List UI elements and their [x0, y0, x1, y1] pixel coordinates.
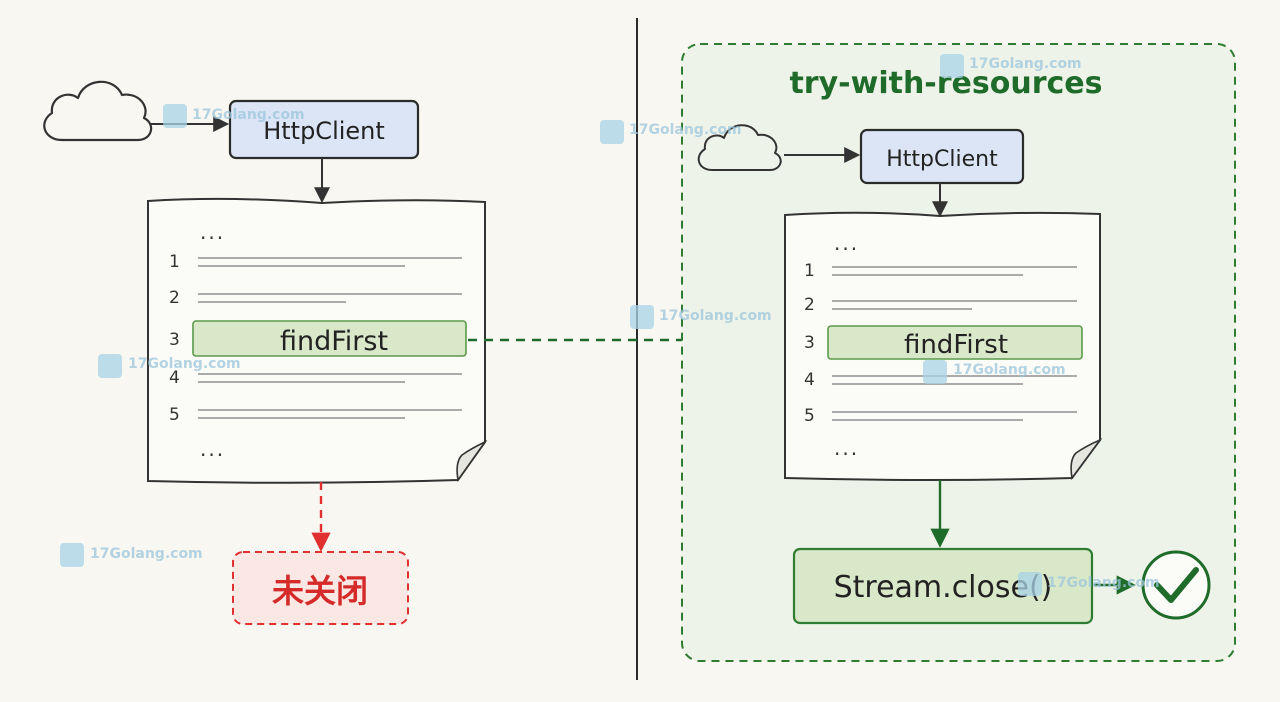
- page-curl-icon: [456, 440, 488, 483]
- svg-text:17Golang.com: 17Golang.com: [1047, 575, 1160, 591]
- line-number-1: 1: [169, 252, 180, 272]
- line-number-2: 2: [169, 288, 180, 308]
- unclosed-box: 未关闭: [232, 551, 409, 625]
- watermark-5: 17Golang.com: [98, 354, 241, 378]
- http-client-label: HttpClient: [263, 117, 385, 145]
- watermark-6: 17Golang.com: [923, 360, 1066, 384]
- right-panel: try-with-resources HttpClient ... 1 2 3 …: [681, 43, 1236, 662]
- dots-bottom-right: ...: [834, 436, 859, 460]
- line-number-2-right: 2: [804, 295, 815, 315]
- watermark-3: 17Golang.com: [940, 54, 1082, 78]
- check-icon: [1141, 550, 1211, 620]
- http-client-box: HttpClient: [228, 99, 420, 160]
- cloud-icon: [43, 80, 153, 142]
- svg-text:17Golang.com: 17Golang.com: [629, 122, 742, 138]
- cloud-icon-right: [697, 124, 782, 171]
- http-client-box-right: HttpClient: [859, 128, 1025, 185]
- svg-text:17Golang.com: 17Golang.com: [192, 107, 305, 123]
- dots-bottom: ...: [200, 437, 225, 461]
- watermark-8: 17Golang.com: [1018, 572, 1160, 596]
- http-client-label-right: HttpClient: [886, 147, 998, 172]
- line-number-3-right: 3: [804, 333, 815, 353]
- unclosed-label: 未关闭: [272, 572, 368, 610]
- svg-text:17Golang.com: 17Golang.com: [969, 56, 1082, 72]
- watermark-7: 17Golang.com: [60, 543, 203, 567]
- watermark-4: 17Golang.com: [630, 305, 772, 329]
- svg-text:17Golang.com: 17Golang.com: [659, 308, 772, 324]
- line-number-1-right: 1: [804, 261, 815, 281]
- dots-top-right: ...: [834, 231, 859, 255]
- svg-text:17Golang.com: 17Golang.com: [90, 546, 203, 562]
- dots-top: ...: [200, 220, 225, 244]
- find-first-label-right: findFirst: [904, 330, 1008, 360]
- line-number-4: 4: [169, 368, 180, 388]
- line-number-5: 5: [169, 405, 180, 425]
- stream-close-label: Stream.close(): [834, 570, 1053, 605]
- code-document: ... 1 2 3 findFirst 4 5 ...: [147, 197, 488, 484]
- svg-text:17Golang.com: 17Golang.com: [128, 356, 241, 372]
- code-document-right: ... 1 2 3 findFirst 4 5 ...: [784, 211, 1103, 481]
- watermark-1: 17Golang.com: [163, 104, 305, 128]
- left-panel: HttpClient ... 1 2 3 findFirst 4 5 ...: [43, 80, 488, 625]
- line-number-3: 3: [169, 330, 180, 350]
- find-first-highlight-right: [827, 325, 1083, 360]
- watermark-2: 17Golang.com: [600, 120, 742, 144]
- find-first-label: findFirst: [280, 326, 388, 357]
- page-curl-icon-right: [1070, 438, 1103, 480]
- stream-close-box: Stream.close(): [792, 547, 1094, 625]
- svg-text:17Golang.com: 17Golang.com: [953, 362, 1066, 378]
- line-number-5-right: 5: [804, 406, 815, 426]
- find-first-highlight: [192, 320, 467, 357]
- line-number-4-right: 4: [804, 370, 815, 390]
- watermarks: 17Golang.com 17Golang.com 17Golang.com 1…: [60, 54, 1160, 596]
